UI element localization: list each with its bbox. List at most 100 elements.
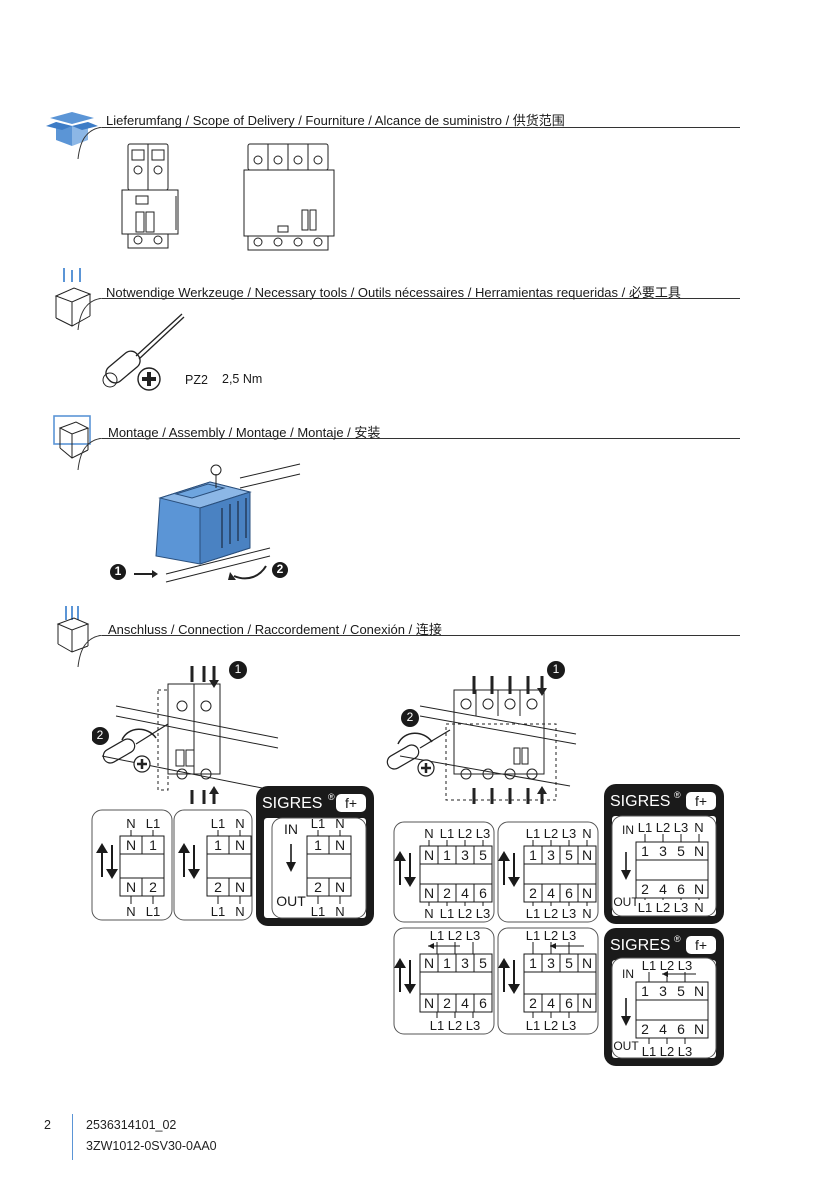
conductor-label: L3 [674, 820, 688, 835]
device-1pn-image [121, 143, 179, 249]
conductor-label: L3 [674, 900, 688, 915]
assembly-step-2: 2 [276, 562, 284, 576]
conductor-label: N [126, 816, 135, 831]
terminal-number: N [335, 879, 345, 895]
io-in-label: IN [622, 967, 634, 981]
terminal-number: N [424, 847, 434, 863]
conductor-label: L3 [562, 928, 576, 943]
terminal-number: 1 [443, 847, 451, 863]
conductor-label: N [424, 906, 433, 921]
terminal-number: 1 [529, 847, 537, 863]
terminal-number: 3 [461, 955, 469, 971]
terminal-number: 5 [479, 847, 487, 863]
terminal-number: N [694, 1021, 704, 1037]
brand-reg: ® [328, 792, 335, 802]
conductor-label: N [335, 904, 344, 919]
brand-reg: ® [674, 790, 681, 800]
terminal-number: 6 [479, 885, 487, 901]
conductor-label: L1 [642, 958, 656, 973]
bidirectional-arrow-icon [498, 851, 520, 887]
terminal-number: 4 [547, 995, 555, 1011]
terminal-number: 2 [641, 881, 649, 897]
screwdriver-icon [102, 313, 185, 388]
doc-number: 2536314101_02 [86, 1118, 177, 1132]
brand-name: SIGRES [610, 937, 670, 954]
divider [102, 127, 740, 128]
divider [102, 438, 740, 439]
conductor-label: L2 [656, 900, 670, 915]
conductor-label: L3 [466, 1018, 480, 1033]
conductor-label: L2 [544, 1018, 558, 1033]
conductor-label: L1 [311, 904, 325, 919]
terminal-number: 6 [565, 885, 573, 901]
connection-illustration-3pn [386, 661, 577, 804]
brand-badge [336, 794, 366, 812]
terminal-number: 6 [677, 1021, 685, 1037]
section-title-delivery: Lieferumfang / Scope of Delivery / Fourn… [106, 113, 565, 128]
terminal-number: 3 [547, 847, 555, 863]
terminal-number: 1 [314, 837, 322, 853]
bidirectional-arrow-icon [498, 958, 520, 994]
io-out-label: OUT [276, 893, 306, 909]
brand-badge [686, 792, 716, 810]
device-3pn-image [243, 143, 335, 251]
bridge-arrow-icon [662, 971, 696, 977]
conductor-label: L2 [458, 906, 472, 921]
conductor-label: L3 [562, 1018, 576, 1033]
terminal-number: 4 [547, 885, 555, 901]
terminal-number: N [235, 837, 245, 853]
terminal-number: N [582, 955, 592, 971]
conductor-label: L2 [544, 826, 558, 841]
conductor-label: N [335, 816, 344, 831]
terminal-number: 5 [565, 955, 573, 971]
terminal-number: 2 [641, 1021, 649, 1037]
conductor-label: L1 [526, 928, 540, 943]
terminal-number: N [235, 879, 245, 895]
brand-badge-text: f+ [695, 937, 707, 953]
conductor-label: L1 [440, 906, 454, 921]
terminal-number: 5 [677, 843, 685, 859]
conductor-label: L1 [430, 928, 444, 943]
conductor-label: L3 [562, 906, 576, 921]
divider [102, 635, 740, 636]
terminal-number: N [126, 837, 136, 853]
order-number: 3ZW1012-0SV30-0AA0 [86, 1139, 217, 1153]
conductor-label: N [126, 904, 135, 919]
page-number: 2 [44, 1118, 51, 1132]
terminal-number: N [582, 885, 592, 901]
terminal-number: 5 [479, 955, 487, 971]
terminal-number: 2 [529, 885, 537, 901]
bidirectional-arrow-icon [394, 851, 416, 887]
tools-icon [54, 268, 92, 327]
conductor-label: L1 [526, 1018, 540, 1033]
bidirectional-arrow-icon [178, 843, 200, 879]
conductor-label: N [694, 820, 703, 835]
terminal-number: 4 [659, 881, 667, 897]
conductor-label: L1 [440, 826, 454, 841]
conductor-label: L2 [656, 820, 670, 835]
conductor-label: L2 [544, 906, 558, 921]
io-out-label: OUT [613, 895, 639, 909]
conductor-label: L1 [638, 900, 652, 915]
conductor-label: N [582, 826, 591, 841]
connection-illustration-1pn [92, 661, 279, 804]
terminal-number: 2 [443, 885, 451, 901]
conductor-label: L2 [544, 928, 558, 943]
brand-badge-text: f+ [345, 795, 357, 811]
conductor-label: L3 [562, 826, 576, 841]
terminal-number: N [424, 885, 434, 901]
conductor-label: L2 [660, 1044, 674, 1059]
conductor-label: L1 [146, 904, 160, 919]
divider-curve [77, 635, 104, 668]
terminal-number: N [694, 983, 704, 999]
terminal-number: 1 [214, 837, 222, 853]
conductor-label: L3 [476, 826, 490, 841]
flow-down-arrow-icon [286, 844, 296, 872]
